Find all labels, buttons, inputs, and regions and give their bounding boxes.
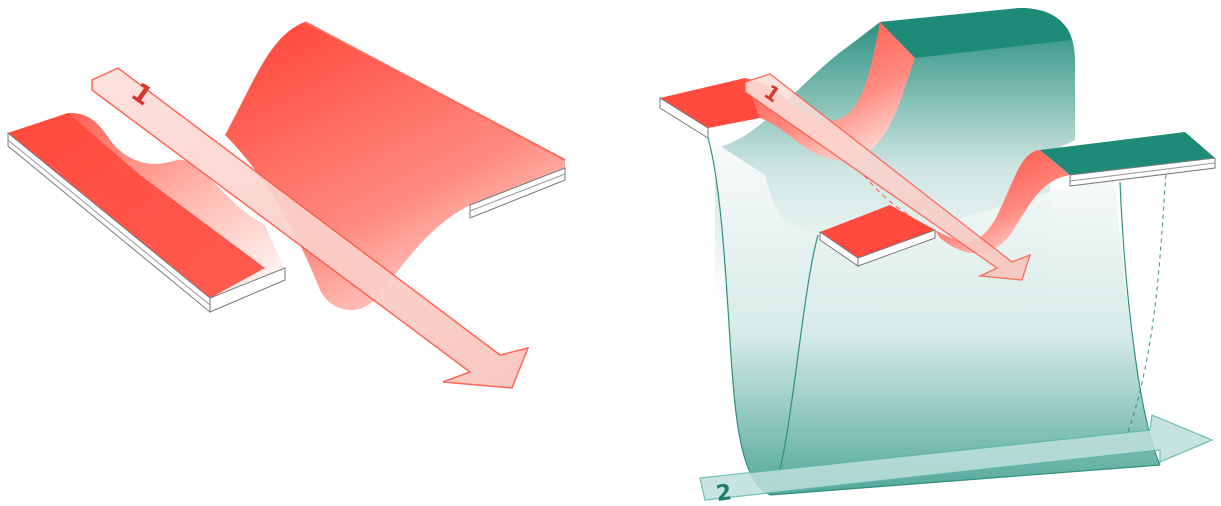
- left-diagram: 1: [8, 22, 565, 388]
- right-diagram: 1 2: [660, 8, 1215, 506]
